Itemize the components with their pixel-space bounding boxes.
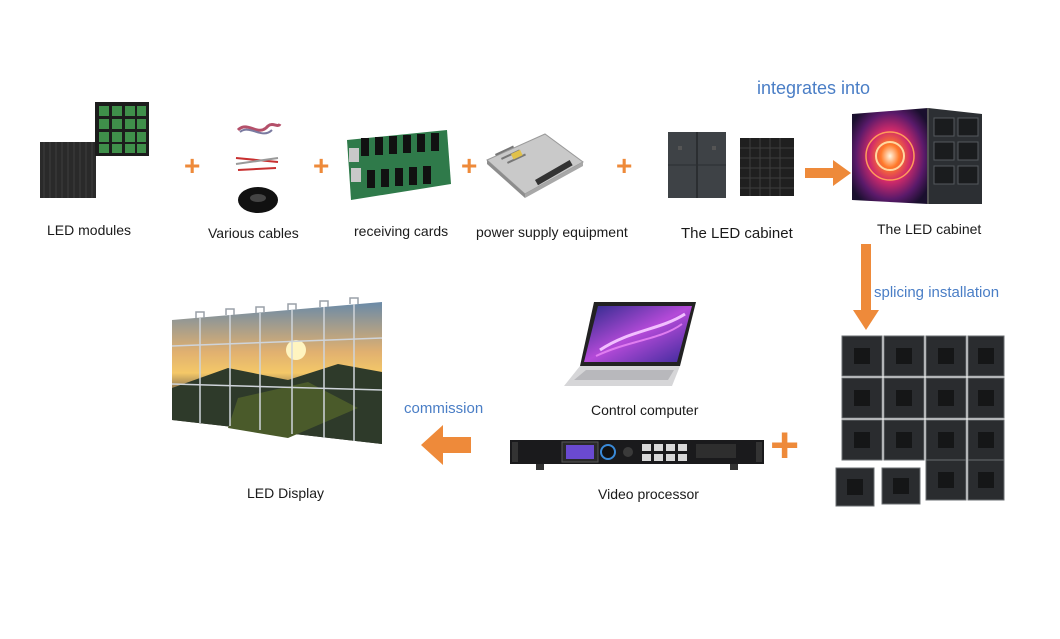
cabinet-parts-label: The LED cabinet: [681, 225, 793, 242]
arrow-left-icon: [421, 425, 471, 465]
cabinet-assembled-label: The LED cabinet: [877, 221, 982, 237]
plus-icon-4: +: [616, 150, 633, 181]
splicing-installation-step: splicing installation: [874, 284, 1000, 301]
cabinet-parts-image: [668, 132, 794, 198]
cabinet-assembled-image: [852, 108, 982, 204]
video-processor-image: [510, 440, 764, 470]
laptop-image: [564, 302, 696, 386]
led-display-label: LED Display: [247, 485, 325, 501]
led-display-image: [171, 297, 383, 444]
cables-image: [235, 123, 282, 213]
spliced-cabinets-image: [835, 335, 1005, 507]
cables-label: Various cables: [208, 225, 299, 241]
plus-icon-1: +: [184, 150, 201, 181]
power-supply-label: power supply equipment: [476, 224, 628, 240]
arrow-down-icon: [853, 244, 879, 330]
receiving-card-image: [347, 130, 451, 200]
led-modules-label: LED modules: [47, 222, 132, 238]
video-processor-label: Video processor: [598, 486, 699, 502]
led-modules-image: [40, 102, 149, 198]
plus-icon-2: +: [313, 150, 330, 181]
arrow-right-icon: [805, 160, 851, 186]
commission-step: commission: [404, 400, 484, 417]
control-computer-label: Control computer: [591, 402, 699, 418]
receiving-cards-label: receiving cards: [354, 223, 449, 239]
plus-icon-5: +: [770, 417, 800, 473]
integrates-into-step: integrates into: [757, 78, 871, 98]
plus-icon-3: +: [461, 150, 478, 181]
power-supply-image: [486, 133, 584, 198]
